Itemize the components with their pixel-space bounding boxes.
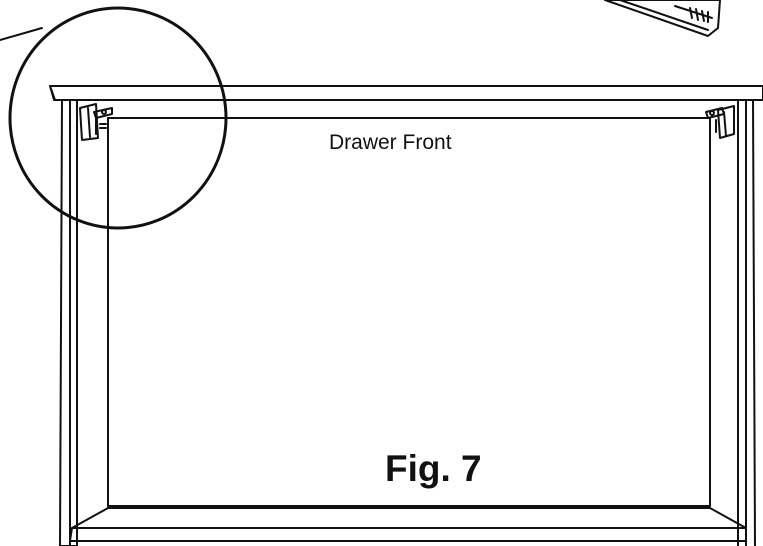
top-right-partial-part [604,0,721,37]
bottom-board [69,507,747,542]
right-bracket [705,105,735,139]
left-side-panel [59,99,78,546]
right-side-panel [737,99,756,546]
top-board [49,85,763,101]
drawer-front-label: Drawer Front [329,131,452,154]
left-bracket [79,103,113,141]
detail-circle [8,6,228,230]
drawer-front-panel [107,117,711,507]
leader-line [0,27,43,41]
figure-label: Fig. 7 [385,448,482,489]
